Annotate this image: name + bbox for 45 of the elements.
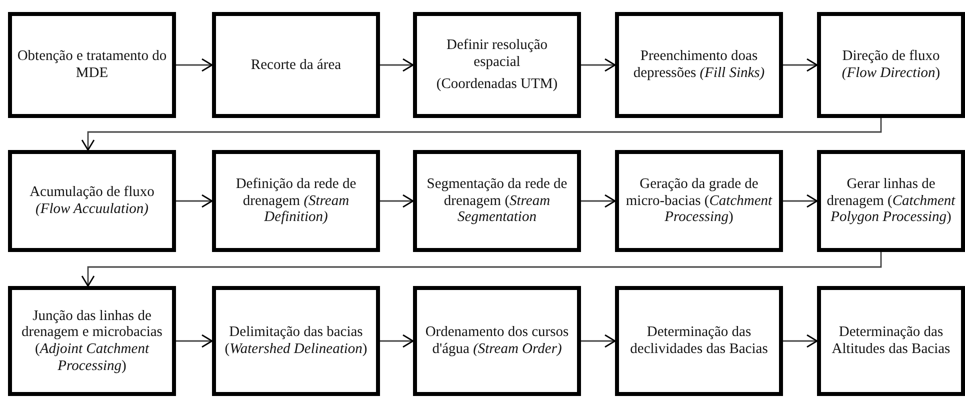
step-text: Ordenamento dos cursos d'água (Stream Order) xyxy=(424,324,570,358)
process-box xyxy=(615,286,783,396)
arrow xyxy=(176,334,213,348)
step-text: Delimitação das bacias (Watershed Delineation) xyxy=(224,324,368,358)
arrow xyxy=(81,252,882,287)
step-text: Gerar linhas de drenagem (Catchment Polygon Processing) xyxy=(826,176,956,226)
step-text: Junção das linhas de drenagem e microbacias (Adjoint Catchment Processing) xyxy=(20,308,164,374)
process-box xyxy=(413,12,581,118)
arrow xyxy=(783,194,818,208)
process-box xyxy=(817,150,965,252)
process-box xyxy=(8,286,176,396)
process-box xyxy=(8,150,176,252)
step-text: Geração da grade de micro-bacias (Catchment Processing) xyxy=(624,176,774,226)
process-box xyxy=(413,150,581,252)
step-text: Definir resolução espacial xyxy=(445,36,549,70)
process-box xyxy=(817,286,965,396)
arrow xyxy=(783,58,818,72)
process-box xyxy=(615,12,783,118)
step-text: Determinação das declividades das Bacias xyxy=(629,324,769,358)
process-box xyxy=(212,286,380,396)
arrow xyxy=(81,118,882,151)
step-text: Preenchimento doas depressões (Fill Sinks) xyxy=(632,48,766,82)
step-text: Definição da rede de drenagem (Stream Definition) xyxy=(234,176,358,226)
process-box xyxy=(212,12,380,118)
arrow xyxy=(176,58,213,72)
process-box xyxy=(615,150,783,252)
process-box xyxy=(212,150,380,252)
process-box xyxy=(8,12,176,118)
arrow xyxy=(783,334,818,348)
arrow xyxy=(380,194,414,208)
step-text: Obtenção e tratamento do MDE xyxy=(17,48,167,82)
step-text: Segmentação da rede de drenagem (Stream Segmentation xyxy=(426,176,568,226)
arrow xyxy=(581,194,616,208)
step-text: Determinação das Altitudes das Bacias xyxy=(830,324,952,358)
arrow xyxy=(380,58,414,72)
step-text: Direção de fluxo (Flow Direction) xyxy=(840,48,942,82)
arrow xyxy=(581,58,616,72)
arrow xyxy=(176,194,213,208)
process-box xyxy=(817,12,965,118)
process-box xyxy=(413,286,581,396)
step-text: Recorte da área xyxy=(250,56,342,74)
arrow xyxy=(581,334,616,348)
step-text: Acumulação de fluxo (Flow Accuulation) xyxy=(28,184,156,218)
arrow xyxy=(380,334,414,348)
step-text: (Coordenadas UTM) xyxy=(436,76,558,93)
